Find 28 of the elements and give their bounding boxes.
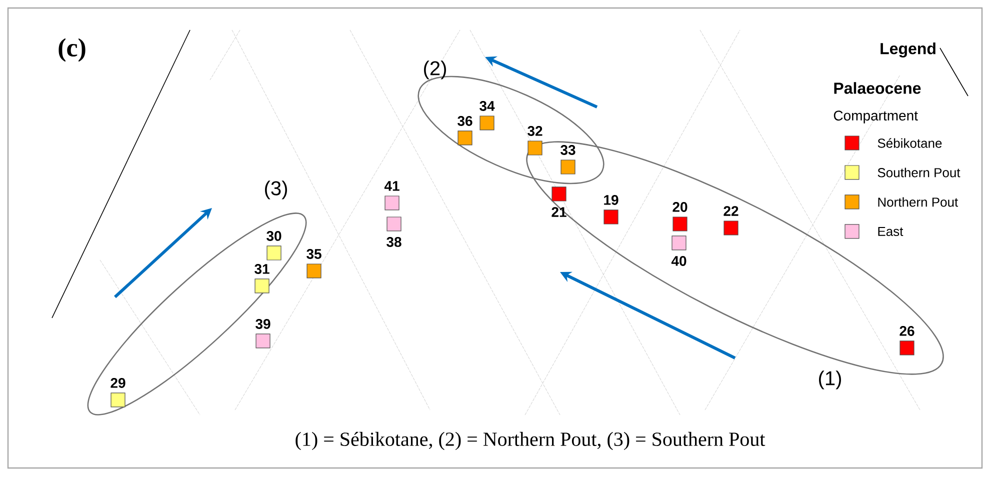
sample-number: 19 <box>604 195 618 205</box>
sample-number: 26 <box>900 326 914 336</box>
legend-heading: Palaeocene <box>834 82 921 94</box>
sample-number: 41 <box>384 181 400 191</box>
panel-letter: (c) <box>58 38 86 62</box>
sample-number: 39 <box>256 319 270 329</box>
legend-subheading: Compartment <box>834 110 918 124</box>
node-label: (2) <box>424 60 446 80</box>
sample-number: 31 <box>254 264 270 274</box>
sample-number: 38 <box>386 237 402 247</box>
legend-title: Legend <box>880 42 936 58</box>
sample-number: 36 <box>458 116 472 126</box>
sample-number: 32 <box>528 126 542 136</box>
sample-number: 20 <box>672 202 688 212</box>
sample-number: 21 <box>552 207 566 217</box>
sample-number: 33 <box>560 145 576 155</box>
sample-number: 40 <box>671 256 686 266</box>
legend-label: Sébikotane <box>878 138 942 148</box>
node-label: (1) <box>819 370 841 390</box>
legend-label: Northern Pout <box>878 197 958 207</box>
sample-number: 29 <box>110 378 126 388</box>
legend-label: Southern Pout <box>878 168 960 178</box>
legend-label: East <box>878 226 904 236</box>
sample-number: 34 <box>480 101 495 111</box>
sample-number: 30 <box>266 231 282 241</box>
caption: (1) = Sébikotane, (2) = Northern Pout, (3) = Southern Pout <box>296 432 766 450</box>
node-label: (3) <box>265 180 287 200</box>
sample-number: 22 <box>724 206 738 216</box>
